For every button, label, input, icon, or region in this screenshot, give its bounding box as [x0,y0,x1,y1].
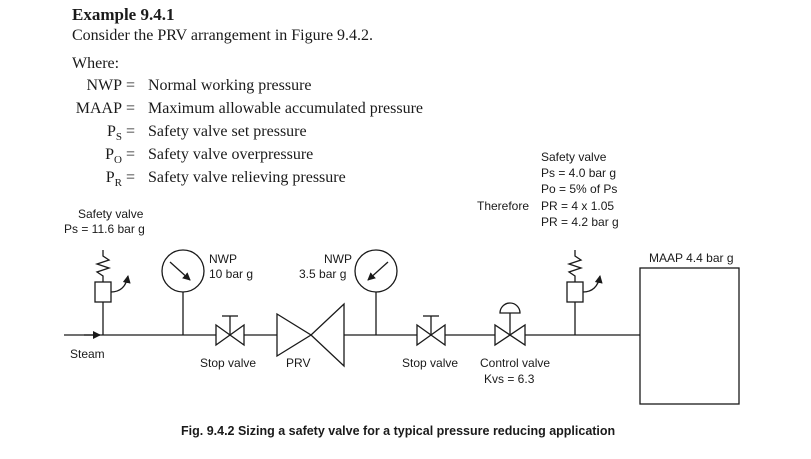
definition-desc: Safety valve relieving pressure [148,169,346,186]
definition-pr: PR = Safety valve relieving pressure [105,169,346,190]
gauge1-label: NWP [209,252,237,266]
stop-valve-icon [215,315,245,347]
control-valve-label: Control valve [480,356,550,370]
right-safety-valve-pr2: PR = 4.2 bar g [541,215,619,229]
example-title: Example 9.4.1 [72,5,175,24]
steam-label: Steam [70,347,105,361]
definitions-list: NWP = Normal working pressure MAAP = Max… [0,77,470,192]
definition-abbr: PR [105,169,122,190]
left-safety-valve-setting: Ps = 11.6 bar g [64,222,145,236]
definition-maap: MAAP = Maximum allowable accumulated pre… [0,100,460,122]
right-safety-valve-label: Safety valve [541,150,607,164]
left-safety-valve-label: Safety valve [78,207,144,221]
pressure-gauge-icon [354,249,398,335]
stop-valve-2-label: Stop valve [402,356,458,370]
prv-label: PRV [286,356,310,370]
stop-valve-icon [416,315,446,347]
pressure-gauge-icon [161,249,205,335]
definition-desc: Maximum allowable accumulated pressure [148,100,424,117]
gauge2-value: 3.5 bar g [299,267,346,281]
definition-abbr: PO [105,146,122,167]
definition-nwp: NWP = Normal working pressure [0,77,460,99]
example-intro: Consider the PRV arrangement in Figure 9… [72,27,374,44]
right-safety-valve-icon [566,250,603,335]
definition-po: PO = Safety valve overpressure [105,146,314,167]
definition-abbr: PS [106,123,122,144]
vessel [639,267,740,405]
definition-ps: PS = Safety valve set pressure [106,123,307,144]
gauge1-value: 10 bar g [209,267,253,281]
stop-valve-1-label: Stop valve [200,356,256,370]
definition-abbr: NWP [86,77,122,94]
definition-desc: Safety valve set pressure [148,123,307,140]
left-safety-valve-icon [94,250,131,335]
definition-desc: Safety valve overpressure [148,146,314,163]
prv-valve-icon [276,302,345,368]
therefore-label: Therefore [477,199,529,213]
vessel-label: MAAP 4.4 bar g [649,251,734,265]
right-safety-valve-ps: Ps = 4.0 bar g [541,166,616,180]
where-heading: Where: [72,55,120,72]
control-valve-kvs: Kvs = 6.3 [484,372,535,386]
definition-desc: Normal working pressure [148,77,312,94]
right-safety-valve-po: Po = 5% of Ps [541,182,617,196]
definition-abbr: MAAP [75,100,122,117]
figure-caption: Fig. 9.4.2 Sizing a safety valve for a t… [181,424,616,438]
right-safety-valve-pr1: PR = 4 x 1.05 [541,199,614,213]
gauge2-label: NWP [324,252,352,266]
control-valve-icon [494,302,526,347]
